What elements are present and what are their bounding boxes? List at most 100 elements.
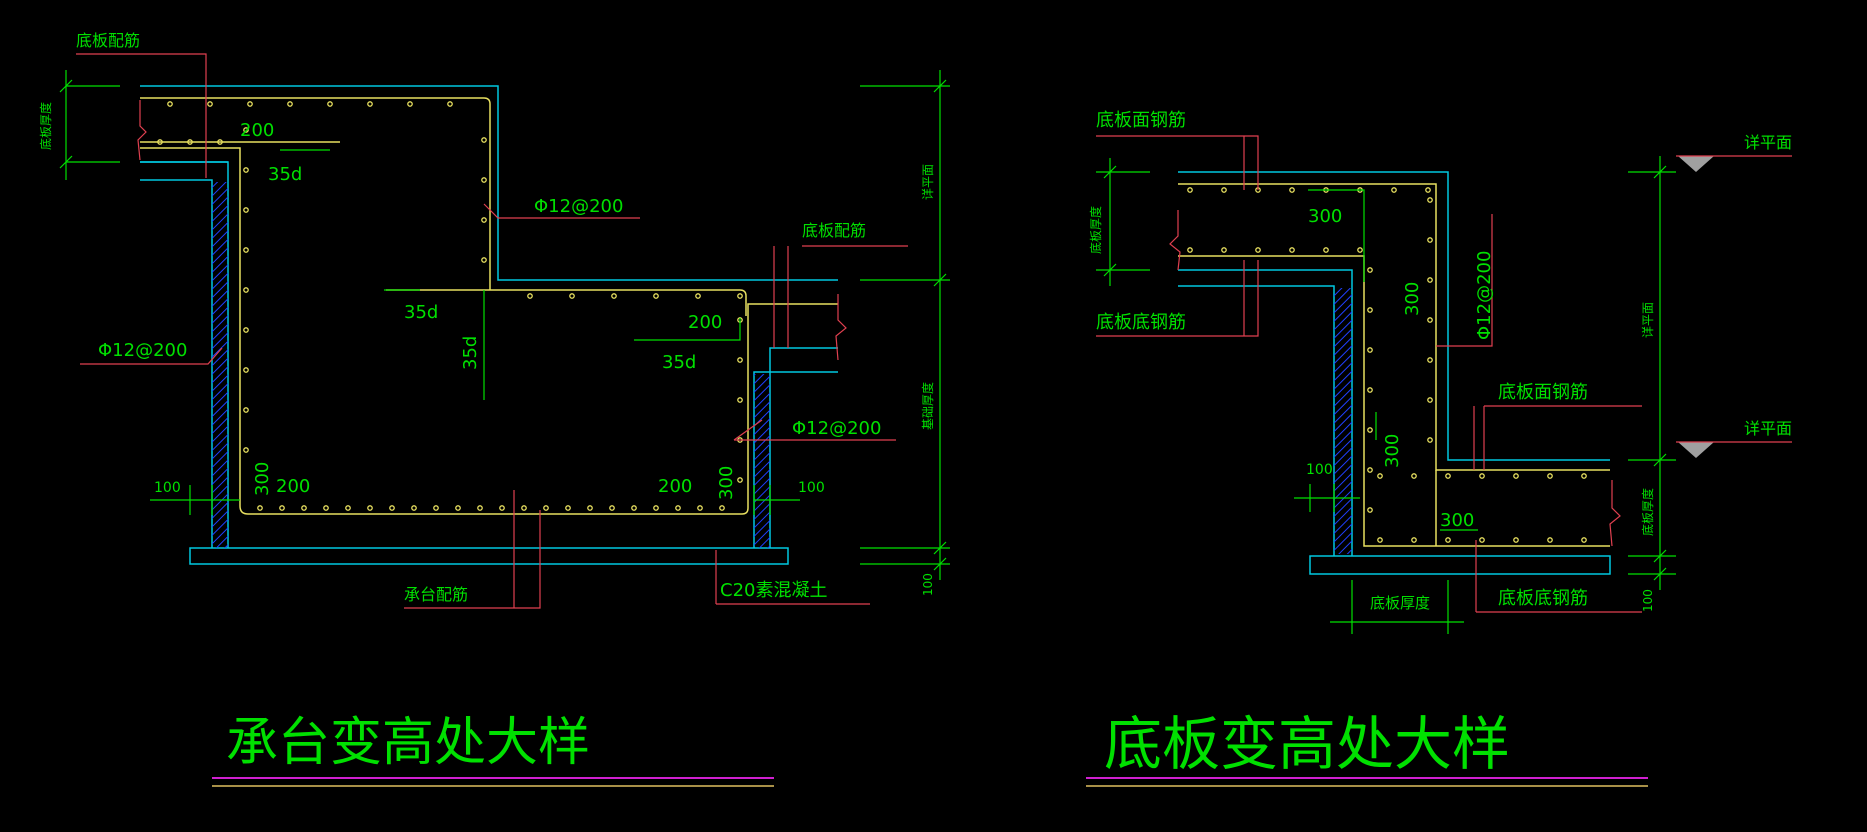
rebar-dot: [653, 505, 659, 511]
dim-300-right: 300: [716, 466, 737, 500]
rebar-dot: [247, 101, 253, 107]
rebar-dot: [499, 505, 505, 511]
rebar-dot: [695, 293, 701, 299]
rebar-dot: [1547, 473, 1553, 479]
rebar-dot: [481, 137, 487, 143]
rebar-dot: [719, 505, 725, 511]
rebar-spec-left: Φ12@200: [98, 340, 187, 361]
rebar-dot: [1255, 247, 1261, 253]
rebar-spec: Φ12@200: [1474, 251, 1495, 340]
rebar-dot: [243, 287, 249, 293]
rebar-dot: [207, 101, 213, 107]
left-title: 承台变高处大样: [226, 713, 590, 773]
dim-35d-right: 35d: [662, 352, 696, 373]
label-top-face-rebar: 底板面钢筋: [1096, 110, 1186, 131]
dim-300-mid: 300: [1382, 434, 1403, 468]
label-concrete: C20素混凝土: [720, 580, 827, 601]
label-level-bottom: 详平面: [1744, 419, 1792, 438]
dim-300-bottom: 300: [1440, 510, 1474, 531]
rebar-dot: [675, 505, 681, 511]
dim-35d-top: 35d: [268, 164, 302, 185]
rebar-dot: [1367, 427, 1373, 433]
label-cap-rebar: 承台配筋: [404, 585, 468, 604]
rebar-dot: [737, 397, 743, 403]
level-triangle-top: [1678, 156, 1714, 172]
dim-300-left: 300: [252, 462, 273, 496]
dim-200-bottom-right: 200: [658, 476, 692, 497]
rebar-dot: [187, 139, 193, 145]
rebar-dot: [323, 505, 329, 511]
rebar-dot: [1427, 237, 1433, 243]
right-dimensions: [1096, 156, 1676, 634]
level-triangle-bottom: [1678, 442, 1714, 458]
rebar-dot: [1445, 537, 1451, 543]
right-detail: 底板面钢筋 底板厚度 300 底板底钢筋 300 Φ12@200 底板面钢筋 3…: [1086, 110, 1792, 787]
right-concrete-outline: [1178, 171, 1611, 575]
rebar-dot: [1411, 473, 1417, 479]
rebar-dot: [631, 505, 637, 511]
left-detail: 底板配筋 底板厚度 200 35d Φ12@200 35d 35d 底板配筋 2…: [38, 31, 950, 787]
rebar-dot: [565, 505, 571, 511]
rebar-dot: [1289, 187, 1295, 193]
right-texts: 底板面钢筋 底板厚度 300 底板底钢筋 300 Φ12@200 底板面钢筋 3…: [1088, 110, 1792, 612]
rebar-dot: [345, 505, 351, 511]
level-markers: [1676, 155, 1792, 458]
rebar-dot: [543, 505, 549, 511]
rebar-dot: [243, 447, 249, 453]
rebar-dot: [1427, 397, 1433, 403]
label-level-top: 详平面: [1744, 133, 1792, 152]
rebar-dot: [1547, 537, 1553, 543]
rebar-dot: [1479, 473, 1485, 479]
right-leaders: [1096, 135, 1642, 613]
rebar-dot: [1367, 347, 1373, 353]
rebar-dot: [737, 357, 743, 363]
dim-200-right: 200: [688, 312, 722, 333]
rebar-dot: [411, 505, 417, 511]
rebar-dot: [481, 177, 487, 183]
rebar-dot: [367, 101, 373, 107]
rebar-dot: [1377, 537, 1383, 543]
dim-200-bottom-left: 200: [276, 476, 310, 497]
rebar-dot: [737, 293, 743, 299]
rebar-dot: [1411, 537, 1417, 543]
left-rebar: [140, 97, 838, 515]
rebar-dot: [389, 505, 395, 511]
right-rebar-dots: [1187, 187, 1587, 543]
rebar-dot: [1357, 247, 1363, 253]
rebar-dot: [243, 127, 249, 133]
dim-100: 100: [1306, 462, 1333, 478]
rebar-dot: [433, 505, 439, 511]
left-wall-hatch: [212, 182, 228, 548]
side-top: 详平面: [920, 164, 935, 200]
rebar-dot: [737, 477, 743, 483]
dim-100-left: 100: [154, 480, 181, 496]
label-top-rebar: 底板配筋: [76, 31, 140, 50]
rebar-dot: [1221, 247, 1227, 253]
rebar-dot: [1289, 247, 1295, 253]
rebar-dot: [455, 505, 461, 511]
rebar-dot: [1391, 187, 1397, 193]
rebar-dot: [1221, 187, 1227, 193]
rebar-dot: [1367, 387, 1373, 393]
rebar-dot: [301, 505, 307, 511]
left-leaders: [76, 53, 908, 609]
rebar-dot: [521, 505, 527, 511]
rebar-dot: [243, 207, 249, 213]
rebar-dot: [477, 505, 483, 511]
dim-35d-mid: 35d: [404, 302, 438, 323]
rebar-dot: [257, 505, 263, 511]
label-thickness: 底板厚度: [1088, 206, 1103, 254]
label-bottom-rebar-2: 底板底钢筋: [1498, 588, 1588, 609]
label-face-rebar-2: 底板面钢筋: [1498, 382, 1588, 403]
rebar-dot: [407, 101, 413, 107]
rebar-dot: [1425, 187, 1431, 193]
rebar-dot: [611, 293, 617, 299]
rebar-dot: [1427, 357, 1433, 363]
rebar-dot: [1427, 317, 1433, 323]
rebar-dot: [1367, 467, 1373, 473]
rebar-dot: [1187, 247, 1193, 253]
rebar-dot: [569, 293, 575, 299]
rebar-dot: [697, 505, 703, 511]
dim-35d-vertical: 35d: [460, 336, 481, 370]
